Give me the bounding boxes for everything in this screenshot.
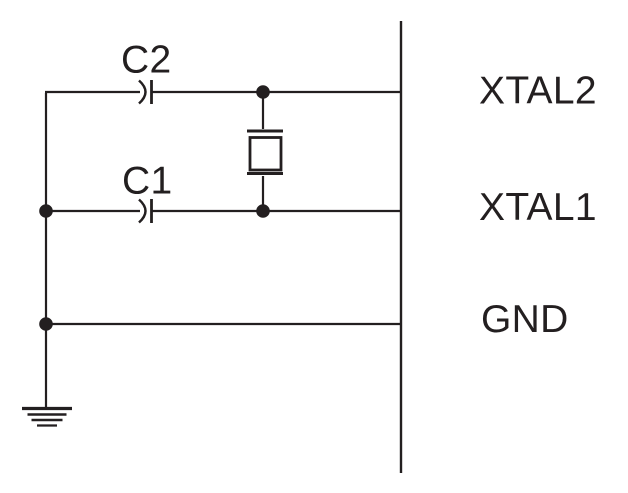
ground-icon <box>22 406 72 427</box>
junction-dot-xtal1-crystal <box>256 204 270 218</box>
crystal-body <box>248 136 283 172</box>
capacitor-c2-icon <box>138 79 153 105</box>
capacitor-label-c2: C2 <box>121 39 171 82</box>
pin-label-xtal1: XTAL1 <box>479 186 597 229</box>
crystal-icon <box>247 92 283 211</box>
capacitor-c2-curved-plate <box>138 79 147 105</box>
capacitor-label-c1: C1 <box>122 160 172 203</box>
capacitor-c1-curved-plate <box>138 198 147 224</box>
junction-dot-gnd-bus <box>39 317 53 331</box>
pin-label-xtal2: XTAL2 <box>479 70 597 113</box>
capacitor-c1-icon <box>138 198 153 224</box>
junction-dot-xtal1-bus <box>39 204 53 218</box>
pin-label-gnd: GND <box>481 298 569 341</box>
junction-dot-xtal2-crystal <box>256 85 270 99</box>
